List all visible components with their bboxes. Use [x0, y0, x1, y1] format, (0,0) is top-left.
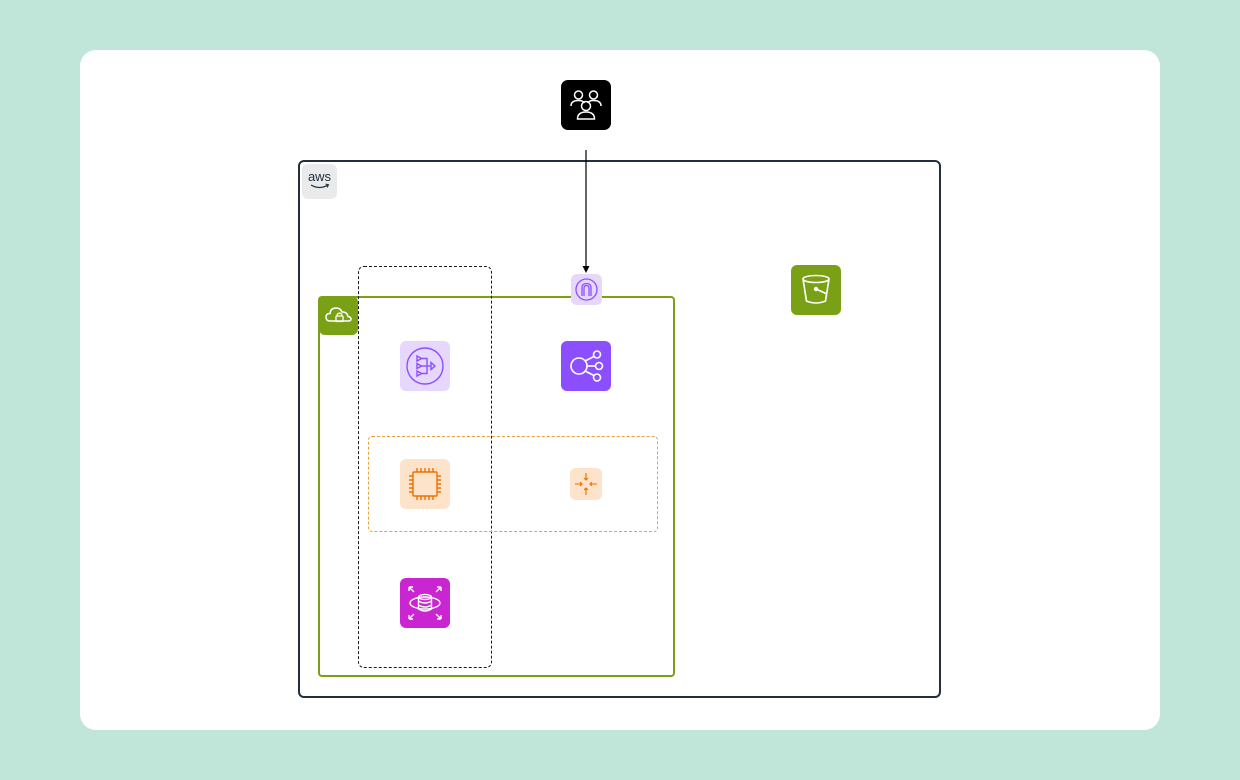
aws-logo-text: aws: [308, 169, 332, 184]
internet-gateway-icon: [571, 274, 602, 305]
ec2-instance-icon: [400, 459, 450, 509]
elastic-load-balancing-icon: [561, 341, 611, 391]
aws-logo-icon: aws: [302, 164, 337, 199]
aws-cloud-group: [298, 160, 941, 698]
subnet-group: [358, 266, 492, 668]
s3-bucket-icon: [791, 265, 841, 315]
vpc-cloud-lock-icon: [319, 296, 358, 335]
rds-database-icon: [400, 578, 450, 628]
diagram-card: [80, 50, 1160, 730]
vpc-group: [318, 296, 675, 677]
auto-scaling-icon: [570, 468, 602, 500]
auto-scaling-group: [368, 436, 658, 532]
network-load-balancer-icon: [400, 341, 450, 391]
users-icon: [561, 80, 611, 130]
